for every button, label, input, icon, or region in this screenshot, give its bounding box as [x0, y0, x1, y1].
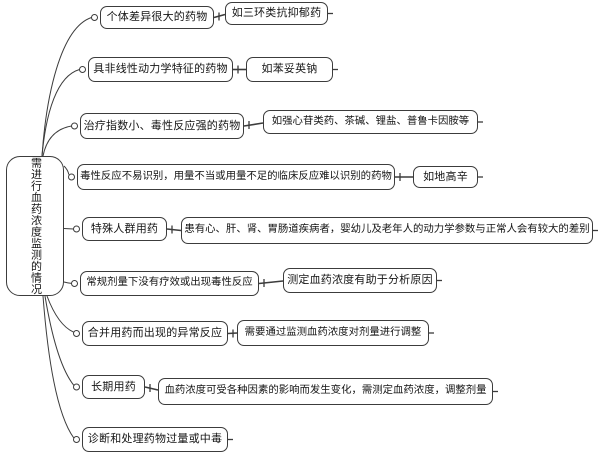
connector-root-branch-1	[41, 17, 92, 157]
child-node-8[interactable]: 血药浓度可受各种因素的影响而发生变化，需测定血药浓度，调整剂量	[158, 378, 493, 405]
child-node-7[interactable]: 需要通过监测血药浓度对剂量进行调整	[237, 320, 429, 346]
branch-node-2[interactable]: 具非线性动力学特征的药物	[88, 57, 233, 82]
connector-root-branch-9	[42, 295, 75, 439]
branch-handle-circle-1[interactable]	[91, 14, 98, 21]
root-node[interactable]: 需进行血药浓度监测的情况	[6, 156, 64, 296]
connector-root-branch-7	[46, 295, 74, 333]
connector-branch-child-5	[166, 228, 182, 232]
child-node-2[interactable]: 如苯妥英钠	[246, 57, 333, 82]
branch-node-9[interactable]: 诊断和处理药物过量或中毒	[82, 427, 228, 452]
branch-handle-circle-8[interactable]	[73, 383, 80, 391]
connector-branch-child-8	[144, 386, 159, 391]
connector-root-branch-8	[44, 295, 75, 386]
connector-root-branch-5	[63, 228, 74, 230]
child-node-1[interactable]: 如三环类抗抑郁药	[225, 2, 328, 25]
branch-handle-circle-2[interactable]	[79, 66, 86, 73]
branch-node-4[interactable]: 毒性反应不易识别，用量不当或用量不足的临床反应难以识别的药物	[77, 164, 395, 190]
branch-node-1[interactable]: 个体差异很大的药物	[100, 6, 214, 29]
branch-node-6[interactable]: 常规剂量下没有疗效或出现毒性反应	[80, 271, 259, 296]
connector-branch-child-3	[243, 122, 264, 127]
child-node-3[interactable]: 如强心苷类药、茶碱、锂盐、普鲁卡因胺等	[263, 110, 478, 134]
branch-handle-circle-6[interactable]	[71, 280, 78, 287]
child-node-5[interactable]: 患有心、肝、肾、胃肠道疾病者，婴幼儿及老年人的动力学参数与正常人会有较大的差别	[181, 217, 593, 244]
connector-root-branch-4	[63, 165, 70, 175]
branch-handle-circle-7[interactable]	[73, 330, 80, 337]
branch-node-7[interactable]: 合并用药而出现的异常反应	[82, 321, 228, 346]
connector-root-branch-2	[41, 69, 80, 157]
branch-node-5[interactable]: 特殊人群用药	[82, 217, 167, 241]
connector-branch-child-6	[258, 280, 284, 285]
connector-root-branch-3	[42, 125, 72, 157]
branch-handle-circle-9[interactable]	[73, 436, 80, 443]
child-node-6[interactable]: 测定血药浓度有助于分析原因	[283, 268, 437, 293]
child-node-4[interactable]: 如地高辛	[413, 166, 478, 188]
connector-root-branch-6	[63, 281, 72, 284]
branch-node-3[interactable]: 治疗指数小、毒性反应强的药物	[80, 113, 244, 139]
branch-node-8[interactable]: 长期用药	[82, 375, 145, 399]
branch-handle-circle-4[interactable]	[68, 173, 75, 181]
branch-handle-circle-3[interactable]	[71, 122, 78, 130]
branch-handle-circle-5[interactable]	[73, 225, 80, 233]
